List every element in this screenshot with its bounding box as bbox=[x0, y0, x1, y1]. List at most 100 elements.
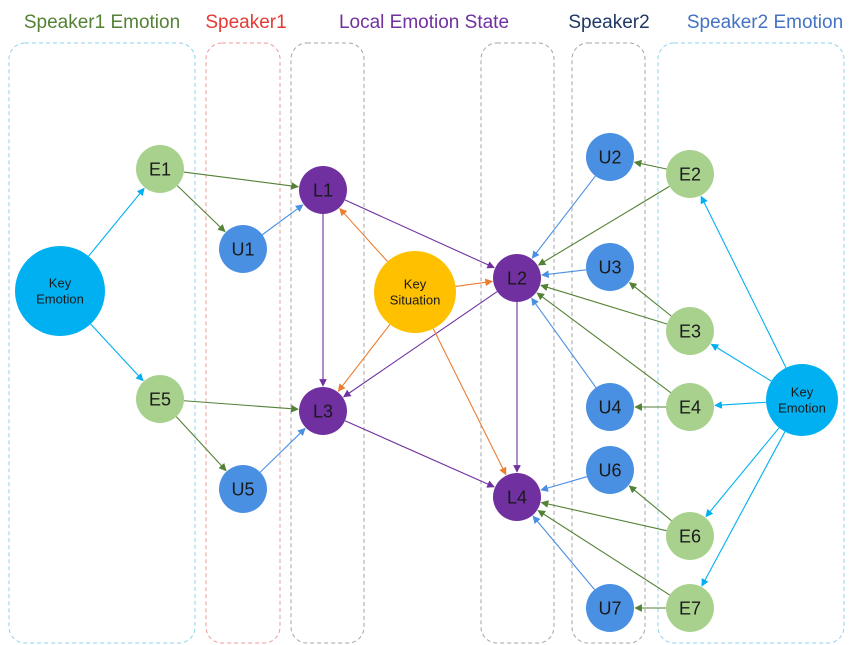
node-U1: U1 bbox=[219, 225, 267, 273]
node-circle-U3 bbox=[586, 243, 634, 291]
column-panel-speaker2-emotion bbox=[657, 42, 845, 644]
edge-E1-to-L1 bbox=[183, 171, 299, 190]
node-circle-U6 bbox=[586, 446, 634, 494]
node-L4: L4 bbox=[493, 473, 541, 521]
node-U2: U2 bbox=[586, 133, 634, 181]
column-panel-speaker2 bbox=[571, 42, 646, 644]
node-circle-L1 bbox=[299, 166, 347, 214]
node-label-KE1-0: Key bbox=[49, 275, 72, 290]
node-circle-KS bbox=[374, 251, 456, 333]
column-panel-local-emotion-state-right bbox=[480, 42, 555, 644]
edge-KS-to-L1 bbox=[339, 207, 388, 262]
node-circle-L2 bbox=[493, 254, 541, 302]
node-circle-E1 bbox=[136, 145, 184, 193]
node-L1: L1 bbox=[299, 166, 347, 214]
node-label-KE2-0: Key bbox=[791, 384, 814, 399]
edge-E7-to-L4 bbox=[537, 510, 671, 596]
edge-KS-to-L4 bbox=[432, 328, 507, 476]
node-circle-U1 bbox=[219, 225, 267, 273]
node-label-KS-1: Situation bbox=[390, 293, 441, 308]
node-circle-KE1 bbox=[15, 246, 105, 336]
node-U3: U3 bbox=[586, 243, 634, 291]
node-circle-KE2 bbox=[766, 364, 838, 436]
edge-U5-to-L3 bbox=[259, 427, 306, 473]
column-title-speaker2: Speaker2 bbox=[568, 12, 649, 33]
edge-E2-to-U2 bbox=[633, 159, 667, 170]
node-circle-E7 bbox=[666, 584, 714, 632]
node-label-E6-0: E6 bbox=[679, 526, 701, 546]
edge-U7-to-L4 bbox=[532, 515, 596, 590]
node-label-U2-0: U2 bbox=[598, 147, 621, 167]
edges bbox=[88, 159, 787, 612]
node-L3: L3 bbox=[299, 387, 347, 435]
edge-E6-to-U6 bbox=[628, 485, 672, 522]
node-circle-U5 bbox=[219, 465, 267, 513]
node-U7: U7 bbox=[586, 584, 634, 632]
node-label-E7-0: E7 bbox=[679, 598, 701, 618]
edge-U6-to-L4 bbox=[540, 476, 588, 492]
edge-E4-to-L2 bbox=[536, 292, 672, 394]
node-circle-E2 bbox=[666, 150, 714, 198]
node-circle-U2 bbox=[586, 133, 634, 181]
edge-KS-to-L3 bbox=[337, 324, 391, 392]
edge-U3-to-L2 bbox=[541, 269, 587, 279]
node-label-U3-0: U3 bbox=[598, 257, 621, 277]
edge-U2-to-L2 bbox=[531, 175, 596, 259]
node-label-L3-0: L3 bbox=[313, 401, 333, 421]
node-E2: E2 bbox=[666, 150, 714, 198]
node-E3: E3 bbox=[666, 307, 714, 355]
node-E7: E7 bbox=[666, 584, 714, 632]
edge-E5-to-L3 bbox=[183, 400, 299, 413]
edge-E5-to-U5 bbox=[175, 416, 227, 472]
column-title-speaker1-emotion: Speaker1 Emotion bbox=[24, 12, 180, 33]
column-panel-speaker1 bbox=[205, 42, 281, 644]
node-label-U6-0: U6 bbox=[598, 460, 621, 480]
node-label-KE1-1: Emotion bbox=[36, 292, 84, 307]
node-label-U5-0: U5 bbox=[231, 479, 254, 499]
node-U5: U5 bbox=[219, 465, 267, 513]
column-panel-local-emotion-state bbox=[290, 42, 365, 644]
nodes: KeyEmotionE1E5U1U5L1L3KeySituationL2L4U2… bbox=[15, 133, 838, 632]
node-circle-L3 bbox=[299, 387, 347, 435]
edge-L3-to-L4 bbox=[344, 420, 495, 488]
node-label-E4-0: E4 bbox=[679, 397, 701, 417]
edge-L1-to-L2 bbox=[344, 199, 495, 269]
node-label-E3-0: E3 bbox=[679, 321, 701, 341]
node-L2: L2 bbox=[493, 254, 541, 302]
edge-KE2-to-E4 bbox=[714, 401, 767, 409]
edge-E6-to-L4 bbox=[540, 500, 667, 532]
node-label-E5-0: E5 bbox=[149, 389, 171, 409]
column-title-local-emotion-state: Local Emotion State bbox=[339, 12, 509, 33]
node-circle-E3 bbox=[666, 307, 714, 355]
node-label-U4-0: U4 bbox=[598, 397, 621, 417]
column-panel-speaker1-emotion bbox=[8, 42, 196, 644]
edge-L2-to-L3 bbox=[342, 291, 498, 398]
edge-E3-to-U3 bbox=[628, 282, 672, 317]
node-label-L1-0: L1 bbox=[313, 180, 333, 200]
node-label-U1-0: U1 bbox=[231, 239, 254, 259]
column-title-speaker1: Speaker1 bbox=[205, 12, 286, 33]
node-E1: E1 bbox=[136, 145, 184, 193]
edge-KE2-to-E2 bbox=[700, 195, 787, 368]
node-label-L4-0: L4 bbox=[507, 487, 527, 507]
column-titles: Speaker1 Emotion Speaker1 Local Emotion St… bbox=[24, 12, 843, 33]
node-label-KE2-1: Emotion bbox=[778, 401, 826, 416]
column-title-speaker2-emotion: Speaker2 Emotion bbox=[687, 12, 843, 33]
node-U4: U4 bbox=[586, 383, 634, 431]
node-circle-E6 bbox=[666, 512, 714, 560]
edge-KE2-to-E7 bbox=[701, 431, 786, 587]
edge-E3-to-L2 bbox=[540, 283, 668, 325]
node-circle-E4 bbox=[666, 383, 714, 431]
edge-KE2-to-E3 bbox=[710, 343, 772, 382]
edge-U4-to-L2 bbox=[531, 297, 597, 388]
edge-KE2-to-E6 bbox=[705, 427, 780, 518]
node-circle-L4 bbox=[493, 473, 541, 521]
edge-E1-to-U1 bbox=[176, 185, 226, 233]
node-circle-U7 bbox=[586, 584, 634, 632]
node-circle-U4 bbox=[586, 383, 634, 431]
node-circle-E5 bbox=[136, 375, 184, 423]
column-panels bbox=[8, 42, 845, 644]
